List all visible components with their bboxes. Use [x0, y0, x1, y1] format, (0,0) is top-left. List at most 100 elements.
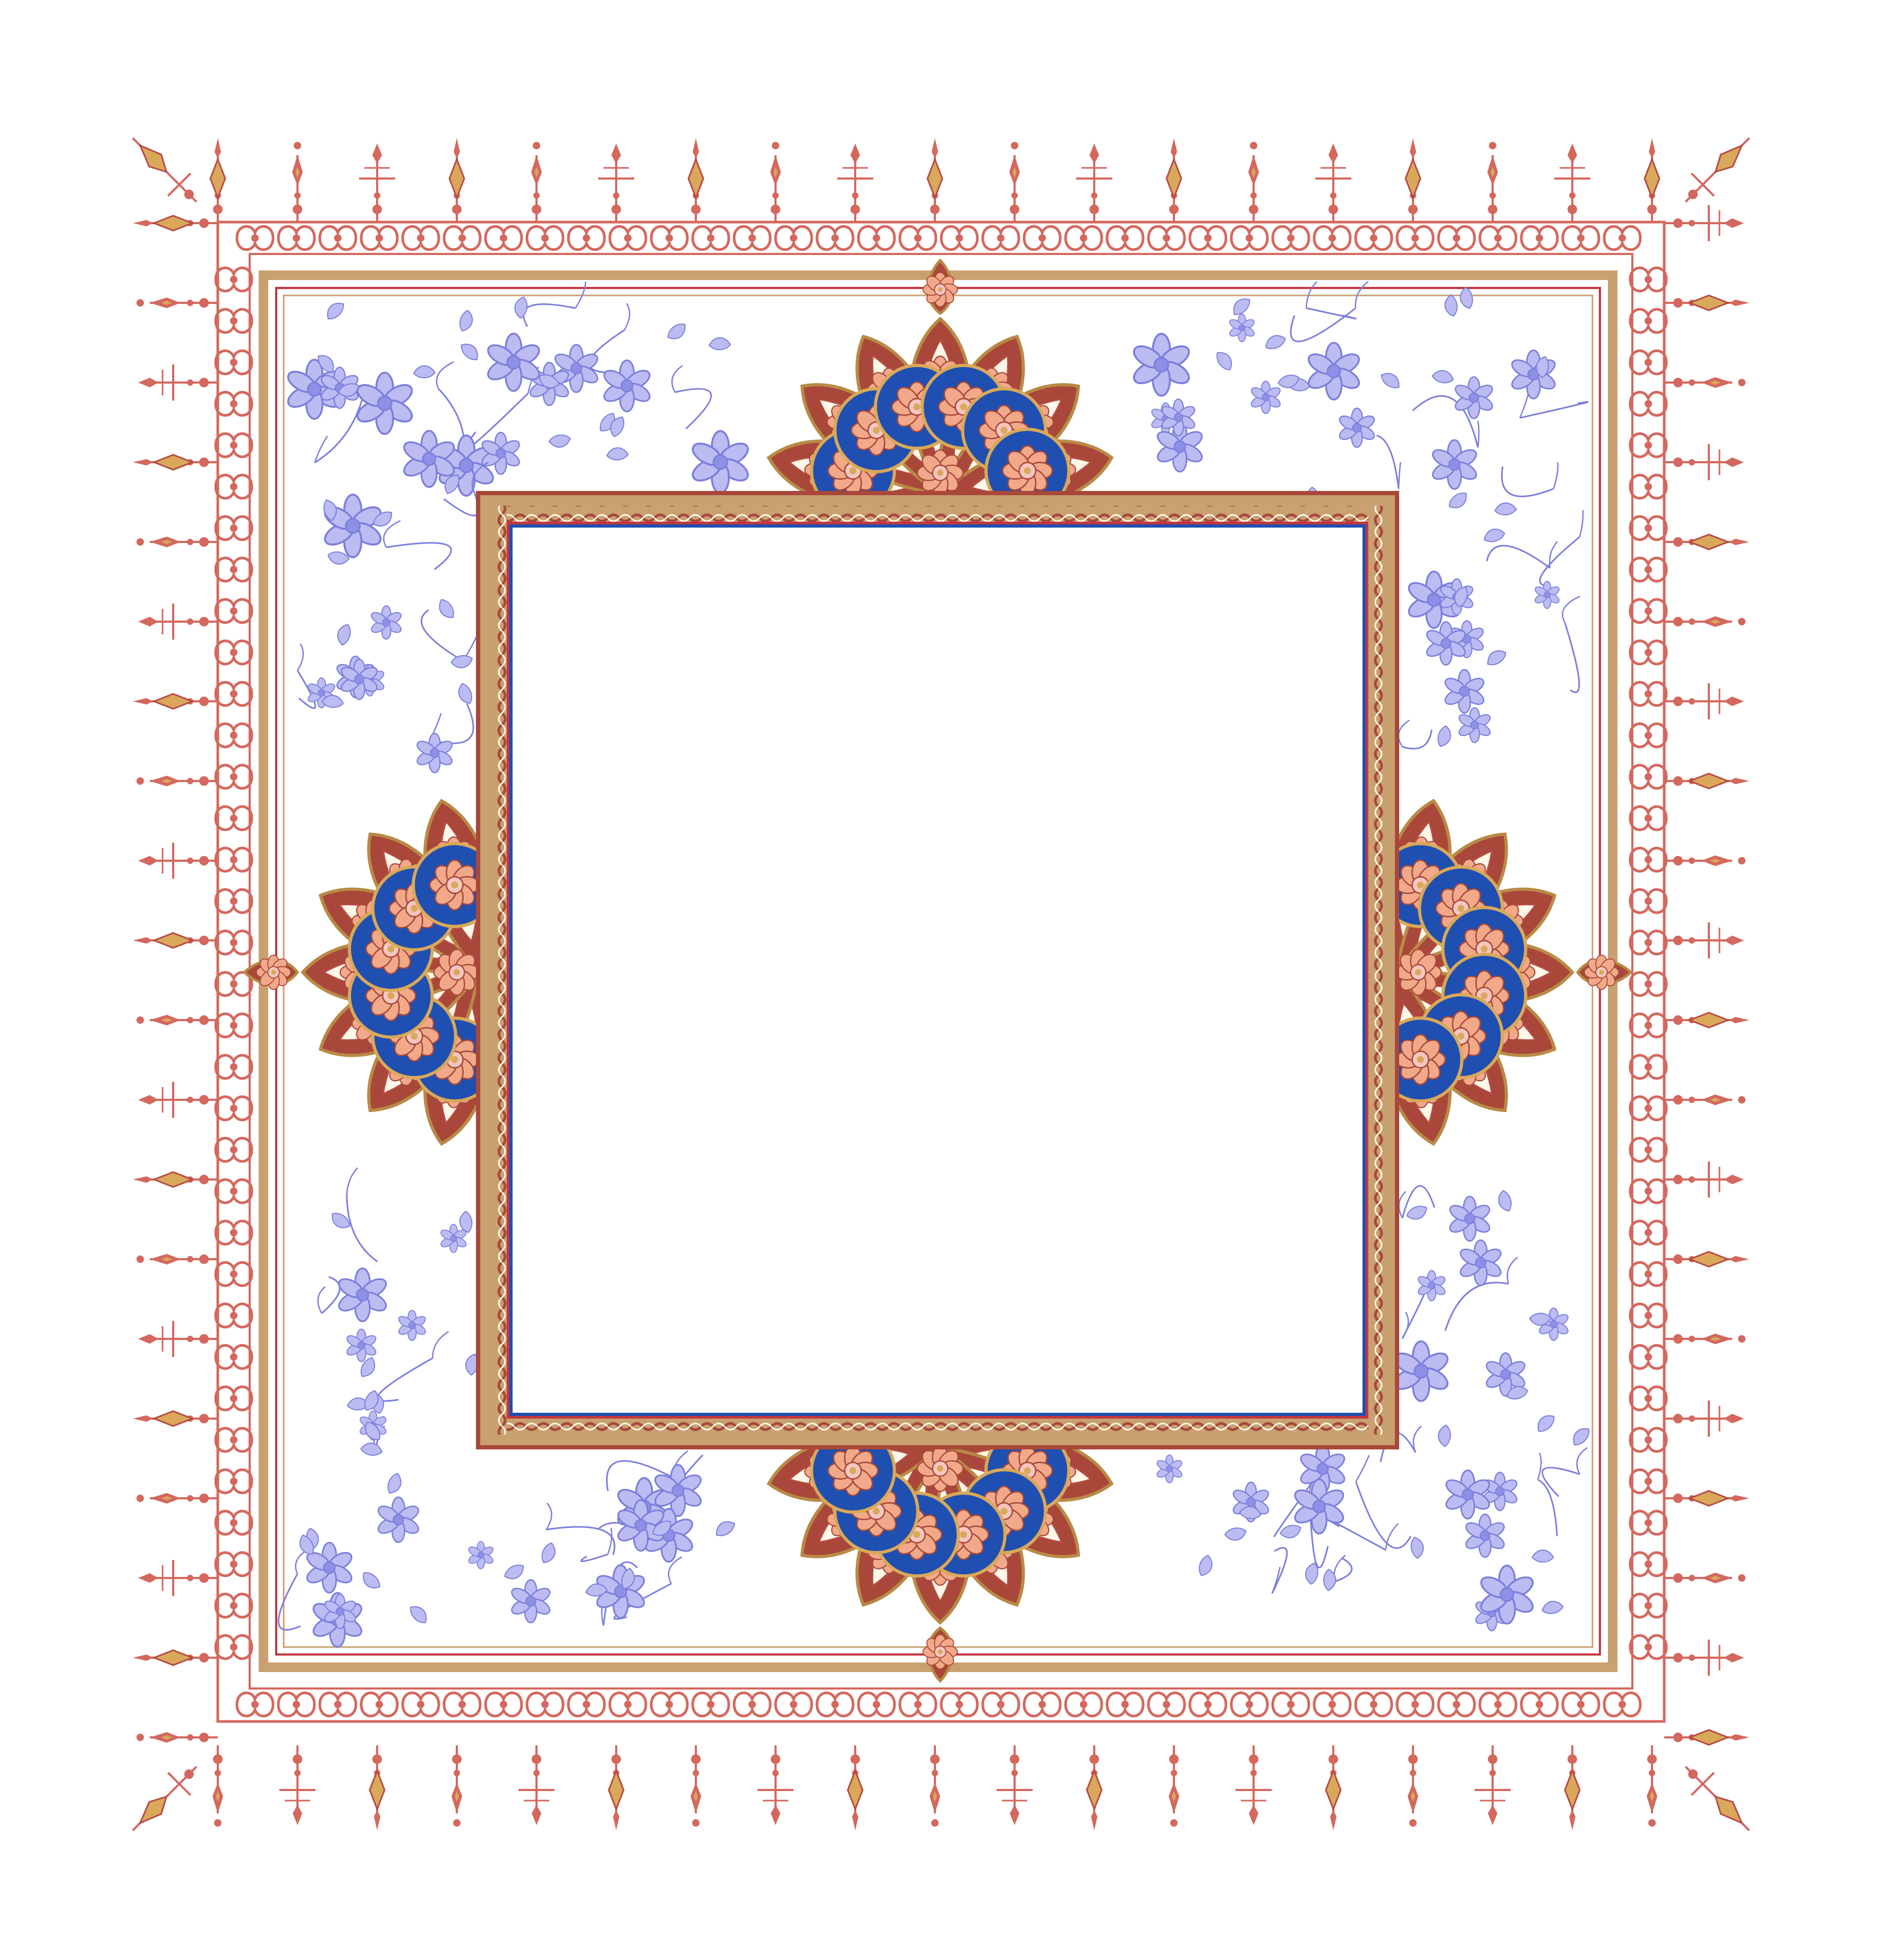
vine-leaf [667, 324, 686, 340]
outer-finial-icon [1664, 1490, 1749, 1507]
outer-finial-icon [1664, 1094, 1745, 1105]
lattice-unit [857, 225, 896, 251]
vine-leaf [1542, 1601, 1564, 1614]
vine-leaf [363, 1572, 380, 1589]
outer-finial-icon [608, 1745, 625, 1830]
outer-finial-icon [212, 1745, 223, 1827]
outer-finial-icon [1664, 1334, 1745, 1344]
lattice-unit [1603, 1691, 1642, 1718]
lavender-flower-icon [1444, 669, 1485, 714]
outer-finial-icon [1475, 1745, 1511, 1825]
vine-leaf [327, 551, 350, 565]
outer-finial-icon [926, 138, 943, 223]
lattice-unit [214, 473, 253, 500]
lattice-unit [898, 225, 938, 251]
vine-leaf [1239, 1506, 1262, 1520]
outer-finial-icon [1315, 143, 1351, 223]
lattice-unit [214, 1095, 253, 1122]
lattice-unit [1629, 556, 1668, 583]
outer-finial-icon [1664, 922, 1744, 958]
lattice-unit [214, 1302, 253, 1329]
vine-leaf [1484, 528, 1505, 542]
lattice-unit [214, 556, 253, 583]
corner-finial-icon [132, 137, 198, 203]
vine-stem [1355, 1481, 1412, 1549]
lattice-unit [214, 805, 253, 831]
lattice-unit [1147, 225, 1186, 251]
outer-finial-icon [448, 138, 465, 223]
outer-finial-icon [1664, 533, 1749, 550]
lattice-unit [1629, 266, 1668, 293]
vine-leaf [539, 374, 560, 388]
lattice-unit [1561, 225, 1600, 251]
lattice-unit [442, 1691, 482, 1718]
lattice-unit [318, 225, 357, 251]
vine-stem [1564, 622, 1580, 693]
vine-stem [1539, 536, 1580, 586]
lattice-unit [1629, 391, 1668, 417]
lattice-unit [1629, 1219, 1668, 1246]
outer-finial-icon [1248, 142, 1259, 223]
lattice-unit [1629, 1509, 1668, 1536]
lavender-flower-icon [1454, 376, 1493, 419]
vine-leaf [1265, 335, 1286, 350]
vine-leaf [1216, 352, 1232, 371]
lattice-unit [1629, 639, 1668, 666]
lavender-flower-icon [1156, 1454, 1182, 1483]
lattice-unit [1520, 225, 1559, 251]
outer-finial-icon [359, 143, 395, 223]
vine-stem [1444, 1282, 1509, 1331]
lattice-unit [567, 225, 606, 251]
lattice-unit [1561, 1691, 1600, 1718]
lattice-unit [815, 225, 855, 251]
lattice-unit [1629, 515, 1668, 541]
lattice-unit [1105, 225, 1145, 251]
outer-finial-icon [137, 1493, 218, 1504]
lattice-unit [650, 225, 689, 251]
lavender-flower-icon [481, 431, 520, 475]
vine-stem [346, 1194, 378, 1262]
vine-stem [1412, 395, 1479, 448]
vine-stem [1376, 435, 1400, 489]
lattice-unit [214, 1261, 253, 1287]
vine-leaf [1198, 1555, 1213, 1576]
vine-leaf [708, 337, 731, 351]
lattice-unit [214, 1509, 253, 1536]
lattice-unit [214, 1385, 253, 1412]
vine-leaf [1449, 493, 1467, 508]
lattice-unit [214, 681, 253, 707]
lattice-unit [525, 225, 565, 251]
lattice-unit [1629, 1551, 1668, 1577]
vine-leaf [1531, 1549, 1554, 1563]
lattice-unit [898, 1691, 938, 1718]
outer-finial-icon [137, 776, 218, 786]
medallion-rosette [767, 1377, 1114, 1683]
lattice-unit [1629, 805, 1668, 831]
lattice-unit [277, 225, 316, 251]
lavender-flower-icon [1460, 1239, 1502, 1286]
vine-leaf [1537, 1415, 1555, 1432]
lavender-flower-icon [1486, 1352, 1526, 1397]
lattice-unit [214, 1634, 253, 1660]
lavender-flower-icon [377, 1496, 419, 1543]
lattice-unit [981, 225, 1020, 251]
lavender-flower-icon [440, 1224, 467, 1253]
medallion-group [242, 258, 1633, 1683]
outer-finial-icon [997, 1745, 1033, 1825]
lattice-unit [214, 515, 253, 541]
vine-stem [1401, 1185, 1435, 1218]
lattice-unit [214, 1427, 253, 1453]
lavender-flower-icon [306, 1541, 353, 1594]
vine-leaf [1573, 1428, 1590, 1446]
outer-finial-icon [1664, 773, 1749, 790]
outer-finial-icon [1169, 1745, 1179, 1827]
lattice-unit [1629, 598, 1668, 624]
vine-leaf [1323, 1568, 1336, 1591]
lattice-unit [1629, 846, 1668, 873]
outer-finial-icon [138, 1560, 218, 1596]
lattice-unit [214, 349, 253, 376]
outer-finial-icon [1664, 1251, 1749, 1268]
outer-finial-icon [1404, 138, 1421, 223]
outer-finial-icon [930, 1745, 940, 1827]
outer-finial-icon [1664, 294, 1749, 311]
